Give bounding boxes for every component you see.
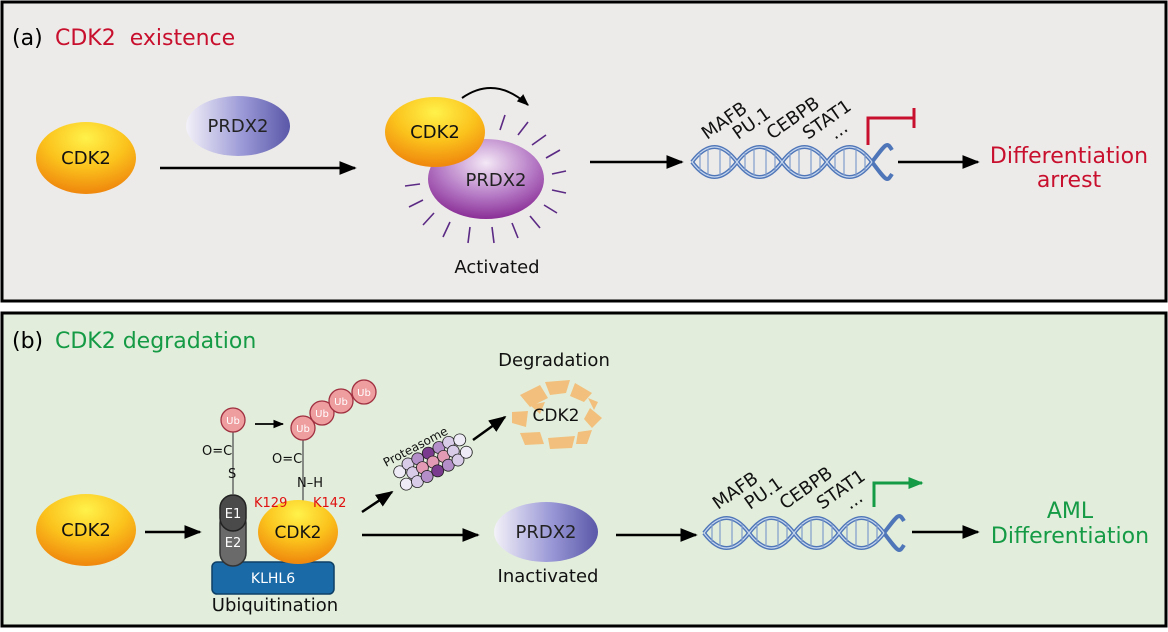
outcome-a-line1: Differentiation xyxy=(990,144,1148,169)
ub-chain-2 xyxy=(309,400,335,426)
prdx2-inactive-label: PRDX2 xyxy=(515,522,576,543)
cdk2-node xyxy=(36,122,136,194)
thioester-c: O=C xyxy=(202,444,232,459)
k129-label: K129 xyxy=(254,496,287,511)
activation-curve-arrow xyxy=(461,87,529,106)
activation-rays xyxy=(404,114,567,244)
cdk2-label: CDK2 xyxy=(61,148,111,169)
proteasome xyxy=(393,433,473,491)
panel-b: (b) CDK2 degradation CDK2 KLHL6 E2 E1 O=… xyxy=(0,311,1168,628)
dna-helix-a xyxy=(690,143,894,181)
cdk2-label-b: CDK2 xyxy=(61,520,111,541)
degraded-cdk2-label: CDK2 xyxy=(533,406,580,426)
inactivated-label: Inactivated xyxy=(498,566,599,587)
isopeptide-c: O=C xyxy=(272,452,302,467)
ub-chain-3 xyxy=(328,388,354,414)
panel-a-title: CDK2 existence xyxy=(55,26,235,51)
ub-chain-1 xyxy=(290,415,316,441)
cdk2-node-b xyxy=(36,494,136,566)
isopeptide-nh: N–H xyxy=(297,476,323,491)
activation-symbol xyxy=(872,477,924,507)
ub-chain-2-label: Ub xyxy=(315,409,329,420)
bound-cdk2-node xyxy=(258,500,338,564)
outcome-b-line1: AML xyxy=(1047,499,1094,524)
thioester-s: S xyxy=(228,467,236,482)
outcome-a-line2: arrest xyxy=(1037,168,1102,193)
complex-cdk2-label: CDK2 xyxy=(410,122,460,143)
prdx2-label: PRDX2 xyxy=(207,116,268,137)
prdx2-inactive-node xyxy=(494,502,598,562)
ub-chain-4-label: Ub xyxy=(357,388,371,399)
complex-prdx2-label: PRDX2 xyxy=(465,170,526,191)
klhl6-node xyxy=(211,561,335,595)
outcome-b-line2: Differentiation xyxy=(991,524,1149,549)
degraded-cdk2 xyxy=(512,380,602,449)
panel-a: (a) CDK2 existence CDK2 PRDX2 xyxy=(0,0,1168,303)
ub-chain-3-label: Ub xyxy=(334,397,348,408)
e1-label: E1 xyxy=(225,507,242,522)
panel-b-letter: (b) xyxy=(12,329,43,354)
k142-label: K142 xyxy=(313,496,346,511)
dna-helix-b xyxy=(702,514,906,552)
ubiquitination-label: Ubiquitination xyxy=(212,595,338,616)
klhl6-label: KLHL6 xyxy=(251,571,295,587)
activated-label: Activated xyxy=(454,257,539,278)
repression-symbol xyxy=(866,108,916,145)
degradation-label: Degradation xyxy=(498,350,610,371)
bound-cdk2-label: CDK2 xyxy=(275,523,322,543)
e2-label: E2 xyxy=(225,536,242,551)
ub-on-e1-label: Ub xyxy=(226,416,240,427)
to-degradation-arrow xyxy=(472,415,507,442)
panel-b-title: CDK2 degradation xyxy=(55,329,256,354)
prdx2-node xyxy=(186,96,290,156)
ub-chain-4 xyxy=(351,379,377,405)
ub-chain-1-label: Ub xyxy=(296,424,310,435)
to-proteasome-arrow xyxy=(361,490,394,514)
complex-cdk2-node xyxy=(385,97,485,167)
panel-a-letter: (a) xyxy=(12,26,43,51)
ub-on-e1 xyxy=(220,407,246,433)
